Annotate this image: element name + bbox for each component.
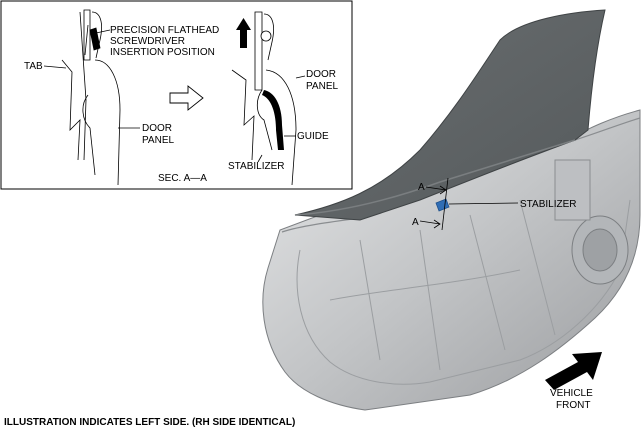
vehicle-label: VEHICLE (550, 388, 593, 399)
door-panel-right-label-1: DOOR (306, 69, 336, 80)
section-arrow-top (425, 185, 447, 195)
transition-arrow-icon (169, 85, 204, 111)
tab-label: TAB (24, 61, 43, 72)
section-label: SEC. A—A (158, 173, 207, 184)
stabilizer-highlight (435, 198, 450, 212)
footer-note: ILLUSTRATION INDICATES LEFT SIDE. (RH SI… (4, 417, 295, 428)
door-panel-left-label-1: DOOR (142, 123, 172, 134)
door-panel-right-label-2: PANEL (306, 81, 338, 92)
stabilizer-inset-label: STABILIZER (228, 161, 285, 172)
door-inner-structure (296, 199, 631, 385)
section-drawing-after (231, 11, 297, 186)
guide-label: GUIDE (297, 131, 329, 142)
door-latch-area (554, 159, 591, 221)
section-a-top-label: A (418, 182, 425, 193)
door-panel-left-label-2: PANEL (142, 135, 174, 146)
door-inner-frame (262, 109, 641, 411)
pull-up-arrow-icon (236, 18, 251, 48)
stabilizer-leader (448, 202, 519, 205)
guide-shape (262, 90, 284, 150)
door-right-leader (295, 75, 306, 79)
door-illustration (262, 9, 641, 411)
vehicle-front-arrow-icon (545, 352, 602, 390)
tab-leader (43, 65, 67, 69)
section-a-bottom-label: A (412, 217, 419, 228)
insertion-position-label: INSERTION POSITION (110, 47, 215, 58)
door-panel-dark (294, 9, 606, 221)
screwdriver-label: SCREWDRIVER (110, 36, 185, 47)
precision-label: PRECISION FLATHEAD (110, 25, 219, 36)
front-label: FRONT (556, 400, 590, 411)
section-drawing-before (61, 9, 121, 186)
precision-leader (95, 29, 111, 34)
section-arrow-bottom (419, 219, 441, 229)
stabilizer-inset-leader (257, 154, 263, 163)
stabilizer-main-label: STABILIZER (520, 199, 577, 210)
section-cut-line (441, 177, 449, 231)
